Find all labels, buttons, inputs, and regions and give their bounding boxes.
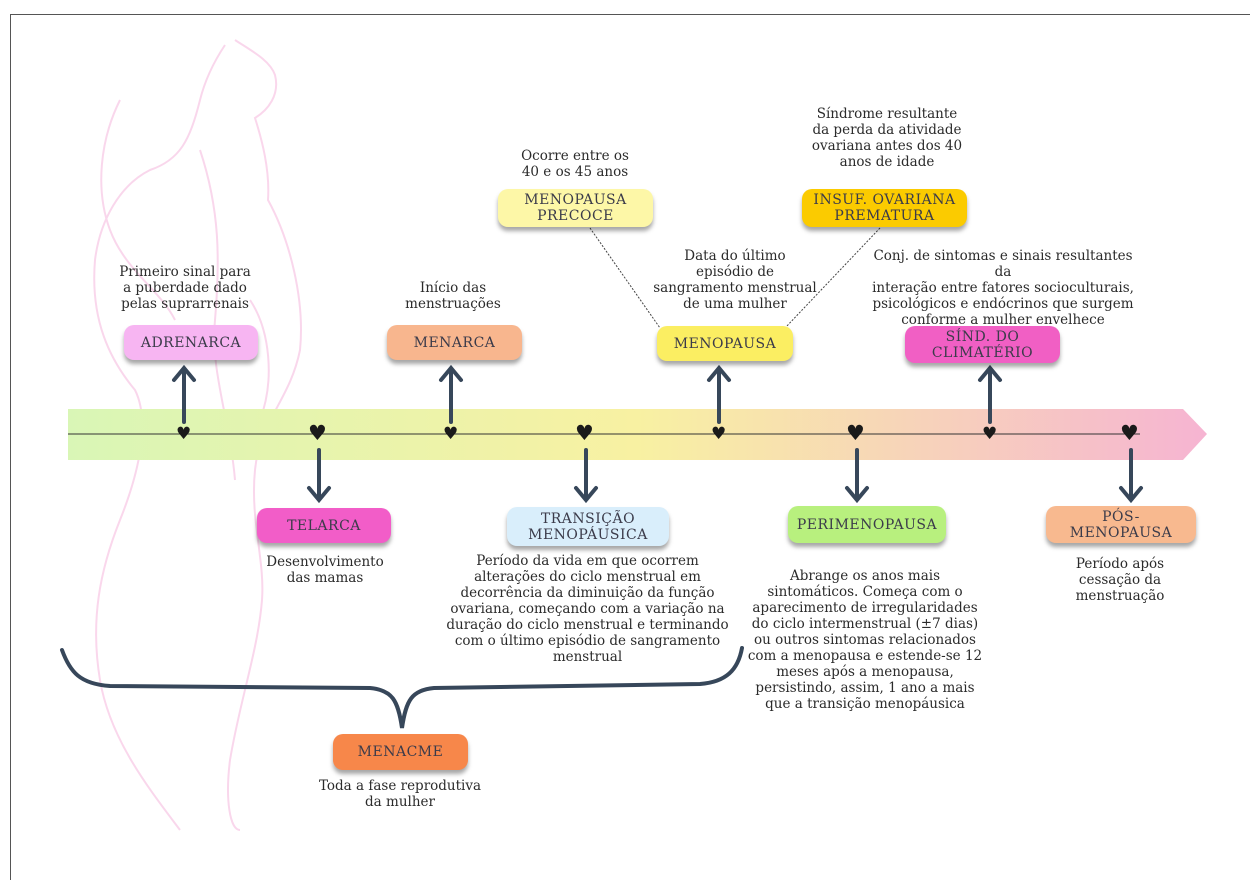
menopausa-label: MENOPAUSA	[673, 335, 777, 352]
transicao-badge: TRANSIÇÃO MENOPÁUSICA	[507, 507, 669, 546]
sind-climaterio-label: CLIMATÉRIO	[931, 344, 1034, 361]
transicao-label: MENOPÁUSICA	[528, 526, 648, 543]
heart-icon: ♥	[846, 421, 865, 445]
telarca-label: TELARCA	[287, 517, 361, 534]
perimenopausa-badge: PERIMENOPAUSA	[788, 506, 946, 543]
sind-climaterio-badge: SÍND. DO CLIMATÉRIO	[905, 326, 1060, 363]
down-arrows	[307, 448, 1143, 504]
menopausa-precoce-label: PRECOCE	[537, 208, 614, 224]
adrenarca-description: Primeiro sinal para a puberdade dado pel…	[119, 264, 251, 312]
menarca-badge: MENARCA	[387, 325, 522, 360]
sind-climaterio-description: Conj. de sintomas e sinais resultantes d…	[872, 248, 1134, 328]
adrenarca-badge: ADRENARCA	[124, 325, 258, 360]
menopausa-description: Data do último episódio de sangramento m…	[653, 248, 817, 312]
menopausa-precoce-label: MENOPAUSA	[524, 192, 627, 208]
menopausa-precoce-badge: MENOPAUSA PRECOCE	[498, 189, 653, 227]
transicao-label: TRANSIÇÃO	[540, 510, 636, 527]
up-arrows	[172, 364, 1002, 424]
heart-icon: ♥	[308, 421, 327, 445]
heart-icon: ♥	[176, 424, 192, 444]
telarca-badge: TELARCA	[257, 508, 391, 543]
telarca-description: Desenvolvimento das mamas	[266, 554, 384, 586]
heart-icon: ♥	[575, 421, 594, 445]
pos-menopausa-description: Período após cessação da menstruação	[1075, 556, 1165, 604]
heart-icon: ♥	[711, 424, 727, 444]
heart-icon: ♥	[982, 424, 998, 444]
insuf-ovariana-label: PREMATURA	[834, 208, 935, 224]
insuf-ovariana-description: Síndrome resultante da perda da atividad…	[811, 106, 963, 170]
transicao-description: Período da vida em que ocorrem alteraçõe…	[446, 553, 729, 665]
menacme-badge: MENACME	[333, 734, 468, 770]
heart-icon: ♥	[1120, 421, 1139, 445]
perimenopausa-description: Abrange os anos mais sintomáticos. Começ…	[747, 568, 983, 712]
menacme-brace	[60, 646, 744, 729]
menopausa-precoce-description: Ocorre entre os 40 e os 45 anos	[521, 148, 629, 180]
adrenarca-label: ADRENARCA	[140, 334, 242, 351]
page-frame	[10, 14, 1250, 880]
insuf-ovariana-badge: INSUF. OVARIANA PREMATURA	[802, 189, 967, 227]
menopausa-badge: MENOPAUSA	[657, 326, 793, 361]
perimenopausa-label: PERIMENOPAUSA	[796, 516, 938, 533]
insuf-ovariana-label: INSUF. OVARIANA	[813, 192, 956, 208]
pos-menopausa-label: PÓS-MENOPAUSA	[1069, 508, 1173, 541]
menarca-description: Início das menstruações	[405, 280, 501, 312]
connector-precoce	[589, 227, 661, 329]
menacme-label: MENACME	[357, 744, 444, 760]
pos-menopausa-badge: PÓS-MENOPAUSA	[1046, 506, 1196, 543]
menacme-description: Toda a fase reprodutiva da mulher	[318, 778, 482, 810]
menarca-label: MENARCA	[413, 334, 496, 351]
connector-insuficiencia	[784, 227, 881, 329]
heart-icon: ♥	[443, 424, 459, 444]
sind-climaterio-label: SÍND. DO	[945, 328, 1020, 345]
